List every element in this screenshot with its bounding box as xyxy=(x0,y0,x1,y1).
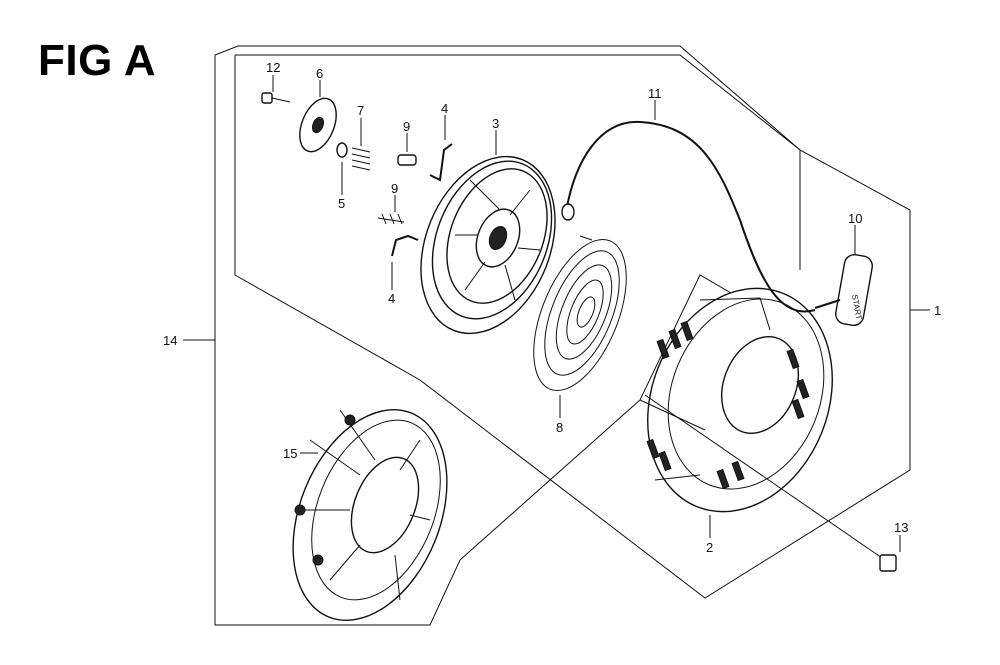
callout-3: 3 xyxy=(492,116,499,131)
starter-rope xyxy=(561,120,816,313)
callout-5: 5 xyxy=(338,196,345,211)
figure-title: FIG A xyxy=(38,36,157,85)
washer-5 xyxy=(336,142,348,158)
callout-labels: 12 6 7 5 9 9 4 4 3 11 10 1 14 15 8 2 13 xyxy=(163,60,941,555)
callout-14: 14 xyxy=(163,333,177,348)
callout-9b: 9 xyxy=(391,181,398,196)
callout-8: 8 xyxy=(556,420,563,435)
reel-pulley xyxy=(420,155,556,335)
callout-4b: 4 xyxy=(388,291,395,306)
callout-2: 2 xyxy=(706,540,713,555)
bolt-13 xyxy=(644,394,897,572)
starter-case xyxy=(639,287,833,513)
callout-1: 1 xyxy=(934,303,941,318)
spring-7 xyxy=(351,147,371,171)
callout-9a: 9 xyxy=(403,119,410,134)
callout-4a: 4 xyxy=(441,101,448,116)
ratchet xyxy=(299,97,337,153)
pawl-spring-9b xyxy=(377,213,405,225)
recoil-spring xyxy=(533,235,627,392)
handle-label: START xyxy=(850,294,863,321)
fan-cover xyxy=(292,408,448,622)
assembly-1-boundary xyxy=(234,54,911,599)
callout-7: 7 xyxy=(357,103,364,118)
assembly-14-boundary xyxy=(214,45,801,626)
callout-15: 15 xyxy=(283,446,297,461)
callout-6: 6 xyxy=(316,66,323,81)
callout-13: 13 xyxy=(894,520,908,535)
pawl-4b xyxy=(391,234,419,257)
starter-handle: START xyxy=(814,253,873,327)
callout-12: 12 xyxy=(266,60,280,75)
callout-10: 10 xyxy=(848,211,862,226)
bolt-12 xyxy=(261,92,291,104)
leader-lines xyxy=(183,75,930,552)
callout-11: 11 xyxy=(648,86,662,101)
pawl-4a xyxy=(429,143,453,182)
pawl-spring-9a xyxy=(397,154,417,166)
